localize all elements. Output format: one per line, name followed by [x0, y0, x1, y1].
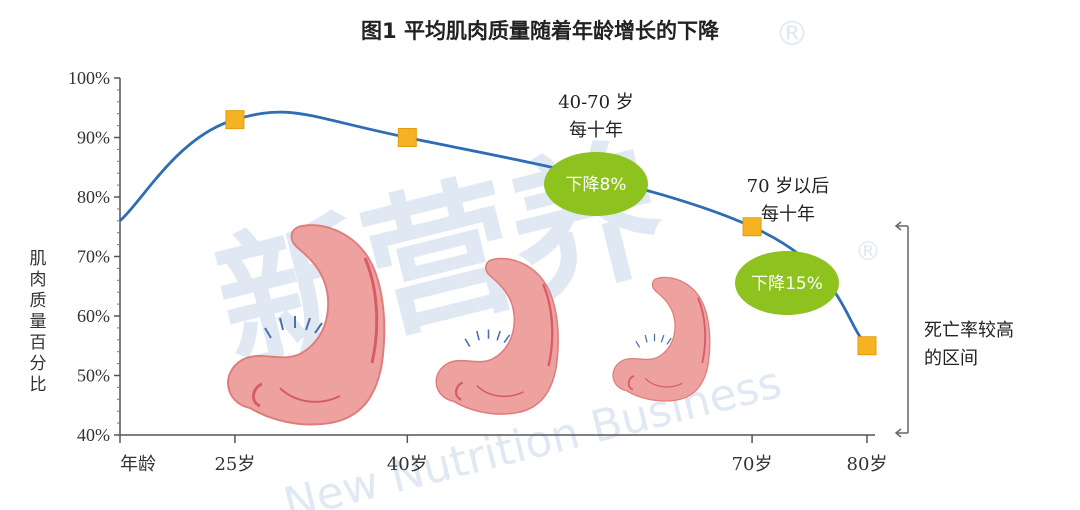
- x-tick-label: 25岁: [214, 454, 255, 475]
- watermark-registered-mark: ®: [775, 14, 809, 54]
- y-tick-label: 50%: [77, 366, 110, 386]
- y-tick-label: 40%: [77, 425, 110, 445]
- annotation-range1-decade: 每十年: [569, 120, 623, 141]
- data-point-marker: [225, 110, 245, 130]
- y-axis-label: 肌肉质量百分比: [30, 249, 47, 395]
- annotation-range2-decade: 每十年: [761, 204, 815, 225]
- x-tick-label: 40岁: [387, 454, 428, 475]
- bracket-label-line2: 的区间: [924, 348, 978, 369]
- bracket-label-line1: 死亡率较高: [924, 320, 1014, 341]
- badge-decline-8-label: 下降8%: [566, 175, 627, 195]
- x-ticks: 25岁 40岁 70岁 80岁: [119, 435, 888, 475]
- chart-title: 图1 平均肌肉质量随着年龄增长的下降: [361, 19, 720, 43]
- x-tick-label: 70岁: [732, 454, 773, 475]
- watermark-registered-mark-2: ®: [855, 237, 881, 267]
- x-tick-label: 80岁: [847, 454, 888, 475]
- y-tick-label: 70%: [77, 247, 110, 267]
- data-markers: [225, 110, 877, 356]
- x-axis-label: 年龄: [120, 454, 156, 475]
- y-tick-label: 90%: [77, 128, 110, 148]
- badge-decline-15: [735, 251, 839, 315]
- badge-decline-15-label: 下降15%: [751, 274, 823, 294]
- y-tick-label: 80%: [77, 187, 110, 207]
- y-ticks: 40% 50% 60% 70% 80% 90% 100%: [68, 68, 120, 445]
- data-point-marker: [742, 217, 762, 237]
- badge-decline-8: [544, 152, 648, 216]
- annotation-range2-years: 70 岁以后: [747, 176, 830, 197]
- data-point-marker: [857, 336, 877, 356]
- y-tick-label: 60%: [77, 306, 110, 326]
- y-tick-label: 100%: [68, 68, 110, 88]
- annotation-range1-years: 40-70 岁: [558, 92, 634, 113]
- data-point-marker: [397, 128, 417, 147]
- high-mortality-bracket: [894, 221, 909, 438]
